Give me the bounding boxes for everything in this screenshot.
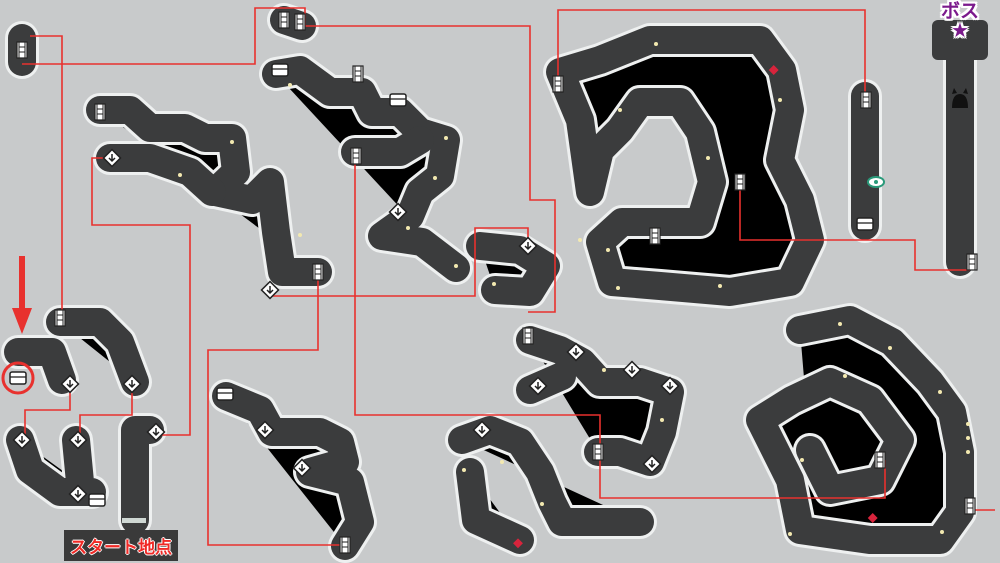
ladder-icon[interactable] [312, 263, 324, 281]
treasure-chest-icon[interactable] [216, 387, 234, 401]
key-item-icon[interactable] [513, 538, 523, 549]
start-point-label: スタート地点 [64, 530, 178, 561]
boss-room [932, 20, 988, 60]
start-chest-highlight [1, 361, 35, 395]
ladder-icon[interactable] [54, 309, 66, 327]
treasure-chest-icon[interactable] [88, 493, 106, 507]
ladder-icon[interactable] [552, 75, 564, 93]
start-arrow-icon [12, 256, 32, 334]
ladder-icon[interactable] [278, 11, 290, 29]
ladder-icon[interactable] [16, 41, 28, 59]
ladder-icon[interactable] [649, 227, 661, 245]
rooms [18, 20, 988, 546]
key-item-icon[interactable] [867, 513, 878, 523]
treasure-chest-icon[interactable] [9, 371, 27, 385]
ladder-icon[interactable] [734, 173, 746, 191]
boss-marker: ボス ★ [936, 0, 984, 42]
ladder-icon[interactable] [352, 65, 364, 83]
item-dots [178, 42, 970, 536]
icons [1, 11, 978, 554]
start-door [122, 518, 146, 523]
boss-label: ボス [940, 0, 979, 22]
ladder-icon[interactable] [522, 327, 534, 345]
ladder-icon[interactable] [350, 147, 362, 165]
treasure-chest-icon[interactable] [856, 217, 874, 231]
ladder-icon[interactable] [964, 497, 976, 515]
ladder-icon[interactable] [592, 443, 604, 461]
ladder-icon[interactable] [860, 91, 872, 109]
treasure-chest-icon[interactable] [389, 93, 407, 107]
ladder-icon[interactable] [966, 253, 978, 271]
boss-star-icon: ★ [951, 18, 969, 42]
room-floor [18, 20, 960, 546]
ladder-icon[interactable] [294, 13, 306, 31]
ladder-icon[interactable] [874, 451, 886, 469]
cat-icon [952, 88, 968, 108]
ladder-icon[interactable] [339, 536, 351, 554]
ladder-icon[interactable] [94, 103, 106, 121]
treasure-chest-icon[interactable] [271, 63, 289, 77]
